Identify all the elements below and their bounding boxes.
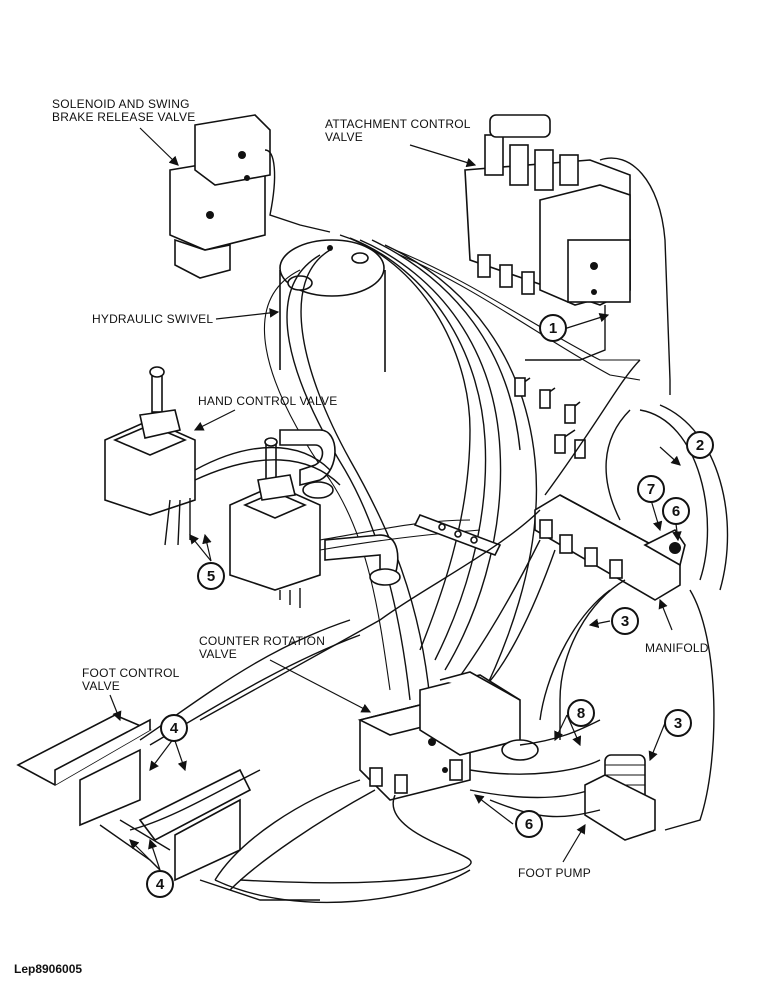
- callout-4-upper: 4: [160, 714, 188, 742]
- attachment-control-valve: [464, 114, 671, 395]
- solenoid-valve-label: SOLENOID AND SWING BRAKE RELEASE VALVE: [52, 97, 196, 124]
- foot-control-valves: [16, 619, 471, 904]
- callout-8: 8: [567, 699, 595, 727]
- callout-6-counter: 6: [515, 810, 543, 838]
- callout-6-manifold: 6: [662, 497, 690, 525]
- reference-number: Lep8906005: [14, 962, 83, 976]
- counter-rotation-valve: [214, 671, 601, 891]
- counter-rotation-valve-label: COUNTER ROTATION VALVE: [199, 634, 326, 661]
- leader-lines: [109, 127, 682, 871]
- callout-4-lower: 4: [146, 870, 174, 898]
- hose-bundle: [263, 234, 641, 701]
- callout-7: 7: [637, 475, 665, 503]
- foot-control-valve-label: FOOT CONTROL VALVE: [82, 666, 180, 693]
- callout-3-manifold: 3: [611, 607, 639, 635]
- callout-2: 2: [686, 431, 714, 459]
- solenoid-valve: [169, 114, 331, 279]
- callout-5: 5: [197, 562, 225, 590]
- manifold: [199, 359, 729, 831]
- manifold-label: MANIFOLD: [645, 641, 709, 655]
- callout-1: 1: [539, 314, 567, 342]
- hand-control-valves: [104, 366, 481, 608]
- callout-3-pump: 3: [664, 709, 692, 737]
- foot-pump-label: FOOT PUMP: [518, 866, 591, 880]
- fitting-row: [413, 377, 586, 557]
- hydraulic-swivel: [279, 239, 386, 372]
- attachment-control-valve-label: ATTACHMENT CONTROL VALVE: [325, 117, 471, 144]
- foot-pump: [489, 754, 656, 841]
- hydraulic-swivel-label: HYDRAULIC SWIVEL: [92, 312, 214, 326]
- hand-control-valve-label: HAND CONTROL VALVE: [198, 394, 338, 408]
